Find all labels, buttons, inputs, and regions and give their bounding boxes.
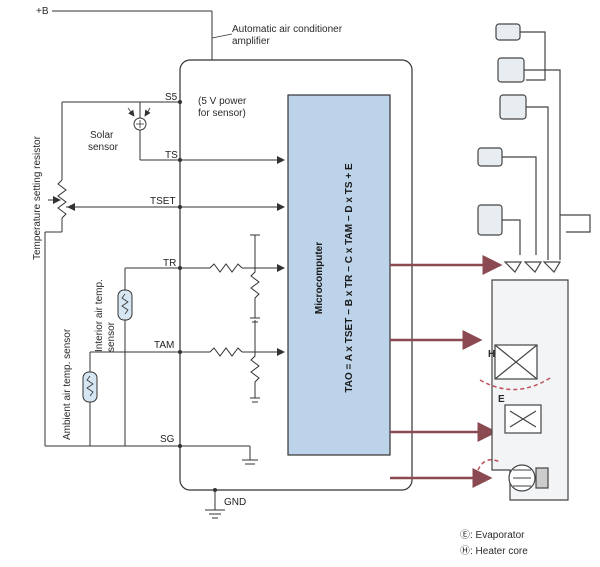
output-signal-lines	[390, 255, 503, 488]
evaporator-marker: E	[498, 394, 505, 405]
interior-sensor-label-line2: sensor	[106, 321, 117, 352]
ambient-air-temp-sensor: Ambient air temp. sensor	[62, 328, 180, 446]
air-mix-damper-path	[479, 377, 551, 391]
supply-line: +B	[36, 6, 233, 60]
legend-evaporator: Ⓔ: Evaporator	[460, 529, 525, 541]
vent-left-1	[477, 147, 503, 167]
vent-top	[495, 23, 521, 41]
air-duct-system	[477, 23, 591, 501]
amplifier-box	[179, 59, 413, 491]
tr-internal-circuit	[180, 234, 285, 323]
vent-left-2	[477, 204, 503, 236]
s5-note-line2: for sensor)	[198, 108, 246, 119]
vent-middle	[499, 94, 527, 120]
solar-label-line1: Solar	[90, 130, 114, 141]
tam-internal-circuit	[180, 320, 285, 403]
temp-setting-resistor-label: Temperature setting resistor	[32, 135, 43, 260]
ground-symbol	[205, 490, 225, 519]
s5-note-line1: (5 V power	[198, 96, 247, 107]
sg-common-line	[44, 231, 258, 465]
pin-tr: TR	[163, 258, 176, 269]
pin-tam: TAM	[154, 340, 174, 351]
pin-ts: TS	[165, 150, 178, 161]
amplifier-title-line1: Automatic air conditioner	[232, 24, 343, 35]
plus-b-label: +B	[36, 6, 49, 17]
microcomputer-label: Microcomputer	[314, 242, 325, 314]
legend-heater-core: Ⓗ: Heater core	[460, 545, 528, 557]
ambient-sensor-label: Ambient air temp. sensor	[62, 328, 73, 440]
interior-sensor-label-line1: Interior air temp.	[94, 279, 105, 352]
pin-tset: TSET	[150, 196, 176, 207]
tao-formula: TAO = A x TSET − B x TR − C x TAM − D x …	[344, 163, 355, 393]
interior-air-temp-sensor: Interior air temp. sensor	[94, 268, 133, 446]
pin-sg: SG	[160, 434, 175, 445]
heater-core-marker: H	[488, 349, 495, 360]
solar-label-line2: sensor	[88, 142, 119, 153]
microcomputer-block	[287, 94, 391, 456]
vent-upper	[497, 57, 525, 83]
pin-gnd: GND	[224, 497, 246, 508]
pin-s5: S5	[165, 92, 178, 103]
s5-wiring	[61, 101, 180, 180]
intake-damper-path	[477, 459, 501, 471]
amplifier-title-line2: amplifier	[232, 36, 270, 47]
pin-terminals	[178, 100, 217, 492]
evaporator	[504, 404, 542, 434]
solar-sensor: Solar sensor	[88, 107, 151, 160]
temperature-setting-resistor: Temperature setting resistor	[32, 135, 67, 260]
